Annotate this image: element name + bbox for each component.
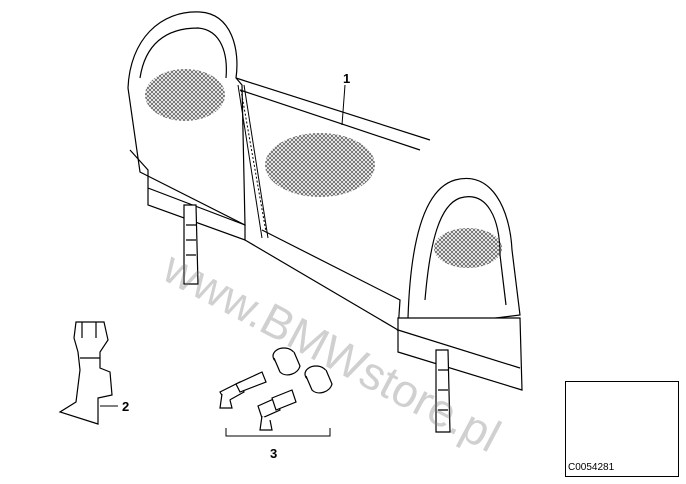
wind-deflector bbox=[127, 11, 523, 433]
inset-frame bbox=[565, 381, 679, 477]
clip-part bbox=[58, 321, 113, 425]
callout-part3: 3 bbox=[270, 446, 278, 461]
leader-part1 bbox=[341, 84, 346, 126]
bolt-set bbox=[219, 347, 333, 431]
callout-part1: 1 bbox=[343, 71, 351, 86]
callout-part2: 2 bbox=[122, 399, 130, 414]
bracket-part3 bbox=[225, 428, 331, 437]
inset-code-label: C0054281 bbox=[567, 462, 616, 473]
